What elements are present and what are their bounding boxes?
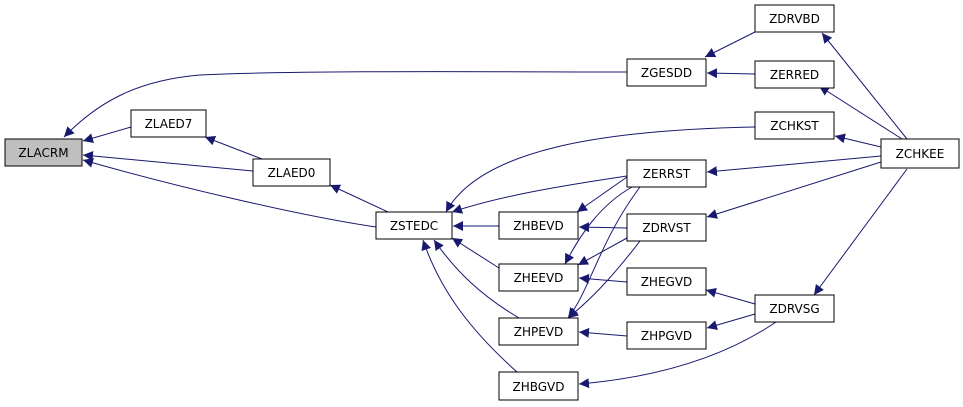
node-zlacrm-box bbox=[4, 138, 83, 167]
node-zlaed0[interactable]: ZLAED0 bbox=[252, 158, 331, 187]
node-zhpgvd-box bbox=[626, 321, 707, 350]
node-zlacrm-label: ZLACRM bbox=[18, 146, 68, 160]
node-zdrvsg[interactable]: ZDRVSG bbox=[754, 294, 835, 323]
node-zstedc-label: ZSTEDC bbox=[390, 219, 438, 233]
edge-zdrvst-to-zhbevd bbox=[578, 222, 628, 233]
edge-zgesdd-to-zlacrm bbox=[63, 71, 628, 138]
node-zlaed0-label: ZLAED0 bbox=[268, 166, 316, 180]
edge-zlaed0-to-zlaed7 bbox=[204, 135, 263, 160]
node-zerrst[interactable]: ZERRST bbox=[626, 159, 707, 188]
node-zerred-box bbox=[754, 60, 835, 89]
node-zstedc-box bbox=[375, 211, 453, 240]
node-zchkst[interactable]: ZCHKST bbox=[754, 111, 835, 140]
edge-zdrvsg-to-zhpgvd bbox=[706, 313, 756, 330]
edge-zerrst-to-zhpevd bbox=[567, 186, 641, 319]
node-zchkee-box bbox=[880, 138, 960, 169]
edge-zdrvst-to-zhpevd bbox=[567, 240, 641, 319]
node-zchkst-label: ZCHKST bbox=[770, 119, 819, 133]
node-zhbevd-box bbox=[498, 211, 579, 240]
node-zdrvst-box bbox=[626, 213, 707, 242]
edge-zchkst-to-zstedc bbox=[445, 126, 756, 213]
node-zlaed0-box bbox=[252, 158, 331, 187]
edge-zchkee-to-zdrvbd bbox=[821, 32, 908, 140]
node-zdrvst-label: ZDRVST bbox=[642, 221, 691, 235]
edge-zheevd-to-zstedc bbox=[451, 237, 500, 269]
edge-zdrvbd-to-zgesdd bbox=[704, 30, 758, 58]
node-zhpgvd-label: ZHPGVD bbox=[641, 329, 692, 343]
node-zheevd[interactable]: ZHEEVD bbox=[498, 263, 579, 292]
node-zhbgvd-box bbox=[498, 371, 579, 401]
node-zhegvd-label: ZHEGVD bbox=[641, 275, 693, 289]
node-zlacrm[interactable]: ZLACRM bbox=[4, 138, 83, 167]
node-zhpgvd[interactable]: ZHPGVD bbox=[626, 321, 707, 350]
edge-zerrst-to-zstedc bbox=[451, 175, 628, 214]
node-zdrvbd-box bbox=[754, 4, 835, 33]
edge-zchkee-to-zchkst bbox=[834, 133, 882, 148]
node-zdrvsg-box bbox=[754, 294, 835, 323]
node-zhpevd-box bbox=[498, 317, 579, 346]
node-zchkee[interactable]: ZCHKEE bbox=[880, 138, 960, 169]
edge-zlaed0-to-zlacrm bbox=[82, 150, 254, 172]
node-zhpevd[interactable]: ZHPEVD bbox=[498, 317, 579, 346]
node-zdrvsg-label: ZDRVSG bbox=[769, 302, 819, 316]
node-zlaed7-box bbox=[130, 109, 207, 138]
edge-zdrvsg-to-zhegvd bbox=[705, 287, 756, 305]
node-zgesdd-box bbox=[626, 58, 707, 87]
node-zchkst-box bbox=[754, 111, 835, 140]
node-zchkee-label: ZCHKEE bbox=[896, 147, 945, 161]
node-zheevd-box bbox=[498, 263, 579, 292]
edge-zstedc-to-zlacrm bbox=[82, 157, 377, 228]
node-zerred[interactable]: ZERRED bbox=[754, 60, 835, 89]
node-zhpevd-label: ZHPEVD bbox=[514, 325, 564, 339]
edge-zchkee-to-zdrvst bbox=[706, 161, 882, 219]
node-zgesdd[interactable]: ZGESDD bbox=[626, 58, 707, 87]
edge-zhbgvd-to-zstedc bbox=[421, 239, 518, 373]
edge-zstedc-to-zlaed0 bbox=[329, 184, 389, 213]
edge-layer bbox=[63, 30, 908, 389]
edge-zchkee-to-zerrst bbox=[706, 155, 882, 177]
edge-zlaed7-to-zlacrm bbox=[82, 126, 132, 143]
edge-zchkee-to-zdrvsg bbox=[813, 168, 908, 296]
node-zdrvbd[interactable]: ZDRVBD bbox=[754, 4, 835, 33]
edge-zhpevd-to-zstedc bbox=[433, 239, 520, 319]
edge-zchkee-to-zerred bbox=[818, 85, 903, 140]
node-zgesdd-label: ZGESDD bbox=[641, 66, 692, 80]
node-zstedc[interactable]: ZSTEDC bbox=[375, 211, 453, 240]
node-zhbgvd[interactable]: ZHBGVD bbox=[498, 371, 579, 401]
edge-zhpgvd-to-zhpevd bbox=[578, 327, 628, 338]
node-zhbevd[interactable]: ZHBEVD bbox=[498, 211, 579, 240]
node-zerrst-box bbox=[626, 159, 707, 188]
node-zhbevd-label: ZHBEVD bbox=[513, 219, 564, 233]
node-zhegvd-box bbox=[626, 267, 707, 296]
node-zlaed7-label: ZLAED7 bbox=[145, 117, 193, 131]
edge-zdrvsg-to-zhbgvd bbox=[578, 321, 777, 389]
edge-zerred-to-zgesdd bbox=[706, 68, 756, 79]
node-layer: ZLACRM ZLAED7 ZLAED0 ZSTEDC ZGESDD ZDRVB… bbox=[4, 4, 960, 401]
node-zdrvbd-label: ZDRVBD bbox=[769, 12, 820, 26]
node-zdrvst[interactable]: ZDRVST bbox=[626, 213, 707, 242]
edge-zhegvd-to-zheevd bbox=[578, 273, 628, 284]
node-zlaed7[interactable]: ZLAED7 bbox=[130, 109, 207, 138]
node-zheevd-label: ZHEEVD bbox=[514, 271, 564, 285]
edge-zerrst-to-zheevd bbox=[564, 186, 633, 265]
edge-zerrst-to-zhbevd bbox=[576, 176, 628, 213]
node-zhbgvd-label: ZHBGVD bbox=[512, 380, 564, 394]
node-zhegvd[interactable]: ZHEGVD bbox=[626, 267, 707, 296]
node-zerrst-label: ZERRST bbox=[643, 167, 691, 181]
node-zerred-label: ZERRED bbox=[770, 68, 819, 82]
